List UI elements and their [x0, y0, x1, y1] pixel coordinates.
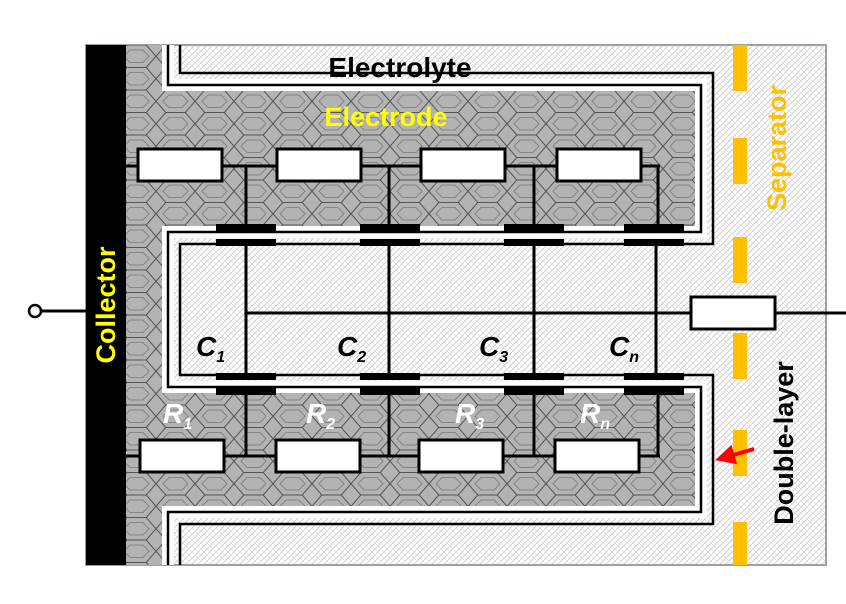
electrolyte-resistor: [689, 295, 777, 331]
capacitor-label-n-main: C: [609, 331, 630, 362]
resistor-label-2-sub: 2: [325, 416, 335, 433]
resistor-label-3-main: R: [455, 398, 476, 429]
capacitor-label-3-main: C: [479, 331, 500, 362]
capacitor-label-n: Cn: [609, 331, 639, 366]
terminal-node: [27, 303, 43, 319]
resistor-label-2-main: R: [306, 398, 327, 429]
upper-resistor-1: [136, 147, 224, 183]
lower-resistor-n: [553, 438, 641, 474]
resistor-label-n-sub: n: [600, 416, 610, 433]
capacitor-branch-3: [504, 166, 564, 456]
resistor-label-3: R3: [455, 398, 484, 433]
capacitor-label-2-sub: 2: [356, 349, 366, 366]
separator-label: Separator: [762, 84, 792, 211]
resistor-label-n-main: R: [580, 398, 601, 429]
electrode-border-inner: [178, 45, 715, 565]
resistor-label-3-sub: 3: [475, 416, 484, 433]
electrode-label: Electrode: [324, 102, 447, 132]
capacitor-branch-n: [624, 166, 684, 456]
capacitor-label-1-sub: 1: [216, 349, 225, 366]
capacitor-label-1-main: C: [196, 331, 217, 362]
resistor-label-2: R2: [306, 398, 335, 433]
collector-label: Collector: [91, 246, 121, 364]
resistor-label-1: R1: [163, 398, 192, 433]
resistor-label-1-sub: 1: [183, 416, 192, 433]
capacitor-label-1: C1: [196, 331, 225, 366]
resistor-label-n: Rn: [580, 398, 610, 433]
electrode-border: [166, 45, 703, 565]
collector-bar: [86, 45, 126, 565]
capacitor-branch-1: [216, 166, 276, 456]
capacitor-branch-2: [360, 166, 420, 456]
resistor-label-1-main: R: [163, 398, 184, 429]
lower-resistor-2: [274, 438, 362, 474]
double-layer-arrow: [715, 444, 755, 465]
upper-resistor-2: [275, 147, 363, 183]
capacitor-label-2: C2: [337, 331, 366, 366]
upper-resistor-n: [555, 147, 643, 183]
capacitor-label-n-sub: n: [629, 349, 639, 366]
electrolyte-label: Electrolyte: [328, 52, 471, 83]
upper-resistor-3: [419, 147, 507, 183]
capacitor-label-3: C3: [479, 331, 508, 366]
capacitor-label-3-sub: 3: [499, 349, 508, 366]
double-layer-label: Double-layer: [769, 361, 799, 525]
lower-resistor-1: [138, 438, 226, 474]
lower-resistor-3: [417, 438, 505, 474]
capacitor-label-2-main: C: [337, 331, 358, 362]
separator-dashes: [733, 45, 747, 565]
